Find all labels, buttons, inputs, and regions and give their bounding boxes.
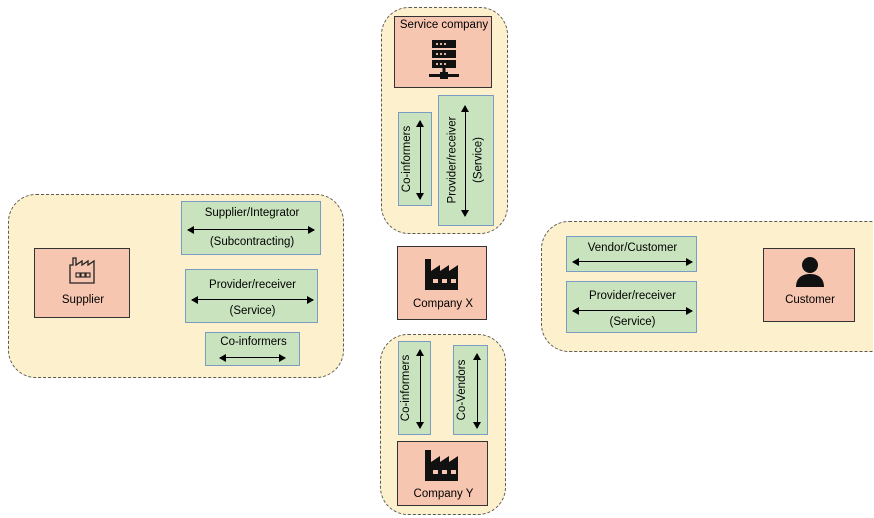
- coinformers-supplier-title: Co-informers: [220, 336, 287, 348]
- service-supplier-title: Provider/receiver: [209, 279, 296, 291]
- server-icon: [429, 40, 459, 79]
- vendor-customer-title: Vendor/Customer: [587, 242, 678, 254]
- service-service-arrow: [461, 105, 470, 217]
- subcontracting-subtitle: (Subcontracting): [209, 236, 295, 248]
- company-y-box: Company Y: [397, 441, 488, 506]
- coinformers-y-title: Co-informers: [400, 354, 412, 422]
- customer-box: Customer: [763, 248, 855, 322]
- service-customer-arrow: [572, 306, 693, 315]
- relation-coinformers-y: Co-informers: [398, 341, 431, 435]
- coinformers-service-title: Co-informers: [401, 125, 413, 193]
- relation-service-customer: Provider/receiver (Service): [566, 281, 697, 333]
- factory-icon: [69, 257, 95, 284]
- coinformers-service-arrow: [416, 120, 425, 200]
- relation-coinformers-supplier: Co-informers: [205, 332, 300, 366]
- relation-service-service: Provider/receiver (Service): [438, 95, 494, 226]
- covendors-y-arrow: [473, 353, 482, 429]
- relation-covendors-y: Co-Vendors: [453, 345, 488, 435]
- coinformers-supplier-arrow: [219, 353, 286, 362]
- company-x-box: Company X: [397, 246, 487, 320]
- service-service-subtitle: (Service): [472, 137, 485, 184]
- vendor-customer-arrow: [572, 257, 693, 266]
- service-company-label: Service company: [399, 19, 489, 31]
- service-customer-subtitle: (Service): [609, 316, 656, 328]
- supplier-box: Supplier: [34, 248, 130, 318]
- service-supplier-subtitle: (Service): [229, 305, 276, 317]
- relation-vendor-customer: Vendor/Customer: [566, 236, 697, 272]
- relation-subcontracting: Supplier/Integrator (Subcontracting): [181, 201, 321, 255]
- service-service-title: Provider/receiver: [446, 116, 459, 204]
- person-icon: [796, 257, 824, 287]
- factory-icon: [425, 450, 458, 481]
- customer-label: Customer: [785, 294, 835, 306]
- covendors-y-title: Co-Vendors: [456, 359, 468, 421]
- service-supplier-arrow: [191, 295, 314, 304]
- company-y-label: Company Y: [413, 488, 474, 500]
- subcontracting-title: Supplier/Integrator: [204, 207, 300, 219]
- coinformers-y-arrow: [416, 349, 425, 429]
- supplier-label: Supplier: [61, 294, 105, 306]
- company-x-label: Company X: [412, 298, 474, 310]
- relation-coinformers-service: Co-informers: [398, 112, 432, 206]
- service-company-box: Service company: [394, 16, 492, 88]
- service-customer-title: Provider/receiver: [589, 290, 676, 302]
- relation-service-supplier: Provider/receiver (Service): [185, 269, 318, 323]
- factory-icon: [425, 259, 458, 290]
- subcontracting-arrow: [187, 225, 315, 234]
